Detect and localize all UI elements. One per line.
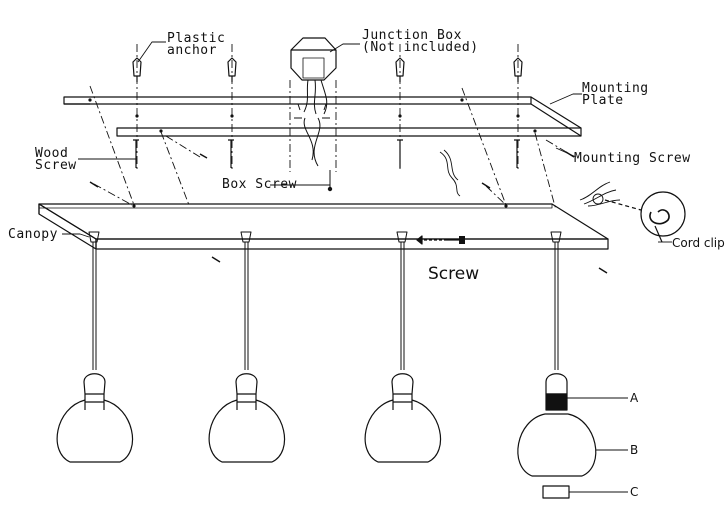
part-b-label: B — [630, 443, 639, 457]
alignment-lines — [89, 44, 569, 211]
pendant-1 — [56, 373, 134, 463]
cord-clip-detail — [604, 191, 686, 243]
mounting-screws — [88, 98, 537, 208]
junction-box-label: Junction Box (Not included) — [362, 28, 479, 55]
plastic-anchor-label: Plastic anchor — [167, 31, 226, 58]
part-c-label: C — [630, 485, 639, 499]
junction-box — [290, 37, 337, 115]
wood-screw-label: Wood Screw — [35, 146, 77, 173]
box-screw-label: Box Screw — [222, 177, 297, 192]
pendant-4-exploded — [517, 373, 597, 499]
screw-label: Screw — [428, 264, 480, 284]
loose-screws — [89, 151, 608, 274]
pendant-cords — [88, 231, 562, 370]
wood-screws — [133, 139, 520, 168]
plastic-anchors — [132, 57, 523, 82]
mounting-screw-label: Mounting Screw — [574, 151, 691, 166]
mounting-plate-lower — [116, 96, 582, 137]
canopy — [38, 203, 609, 250]
canopy-label: Canopy — [8, 227, 58, 242]
cord-clip-label: Cord clip — [672, 236, 725, 250]
wire-bundle — [439, 149, 621, 207]
part-a-label: A — [630, 391, 639, 405]
pendant-2 — [208, 373, 286, 463]
screw-detail — [416, 235, 465, 245]
box-screws — [294, 103, 331, 188]
leader-lines — [62, 41, 672, 493]
pendant-3 — [364, 373, 442, 463]
mounting-plate-label: Mounting Plate — [582, 81, 649, 108]
